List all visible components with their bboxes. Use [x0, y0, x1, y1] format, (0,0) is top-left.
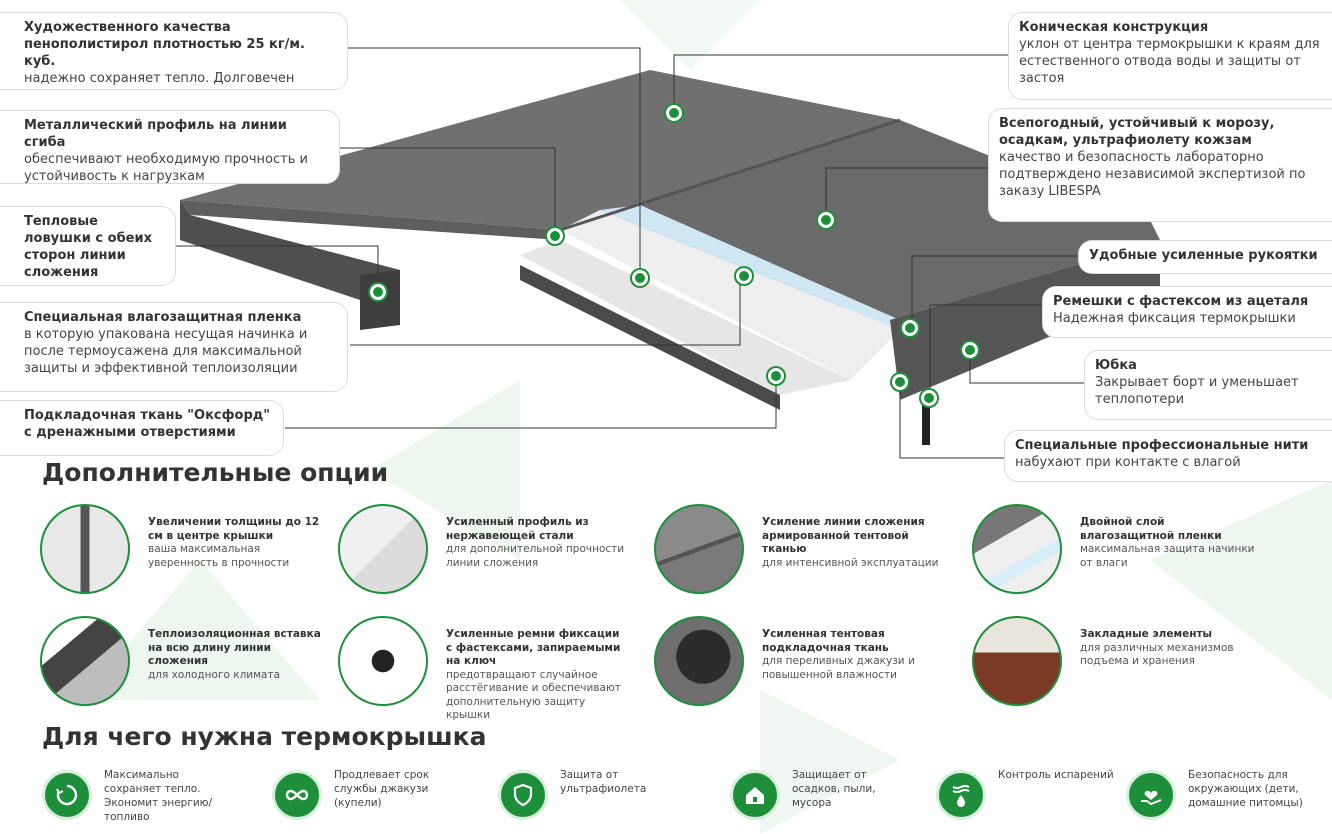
callout-conic: Коническая конструкция уклон от центра т… [1008, 12, 1332, 100]
options-heading: Дополнительные опции [42, 458, 389, 487]
option-text: предотвращают случайное расстёгивание и … [446, 668, 621, 722]
marker-dot[interactable] [962, 342, 978, 358]
option-image [338, 616, 428, 706]
marker-dot[interactable] [370, 284, 386, 300]
callout-title: Всепогодный, устойчивый к морозу, осадка… [999, 116, 1275, 148]
option-text: для переливных джакузи и повышенной влаж… [762, 655, 915, 681]
callout-text: в которую упакована несущая начинка и по… [24, 327, 308, 376]
marker-dot[interactable] [921, 390, 937, 406]
why-text: Защищает от осадков, пыли, мусора [792, 769, 876, 809]
option-title: Усиленные ремни фиксации с фастексами, з… [446, 628, 621, 667]
marker-dot[interactable] [547, 228, 563, 244]
option-item: Увеличении толщины до 12 см в центре кры… [40, 504, 330, 600]
callout-title: Юбка [1095, 358, 1137, 373]
option-text: для интенсивной эксплуатации [762, 556, 939, 569]
infinity-icon [272, 770, 322, 820]
why-item: Защита от ультрафиолета [498, 768, 698, 828]
option-item: Усиление линии сложения армированной тен… [654, 504, 964, 600]
option-image [654, 616, 744, 706]
option-image [338, 504, 428, 594]
why-text: Максимально сохраняет тепло. Экономит эн… [104, 769, 213, 823]
callout-heat-traps: Тепловые ловушки с обеих сторон линии сл… [0, 206, 176, 286]
option-image [972, 504, 1062, 594]
option-title: Теплоизоляционная вставка на всю длину л… [148, 628, 321, 667]
callout-text: качество и безопасность лабораторно подт… [999, 150, 1306, 199]
option-text: для дополнительной прочности линии сложе… [446, 543, 625, 569]
shield-icon [498, 770, 548, 820]
option-item: Усиленные ремни фиксации с фастексами, з… [338, 616, 638, 721]
why-heading: Для чего нужна термокрышка [42, 722, 487, 751]
heart-hand-icon [1126, 770, 1176, 820]
option-image [40, 616, 130, 706]
option-text: максимальная защита начинки от влаги [1080, 543, 1255, 569]
house-icon [730, 770, 780, 820]
callout-text: Надежная фиксация термокрышки [1053, 311, 1296, 326]
why-text: Защита от ультрафиолета [560, 769, 647, 795]
callout-text: набухают при контакте с влагой [1015, 455, 1241, 470]
option-image [654, 504, 744, 594]
callout-leather: Всепогодный, устойчивый к морозу, осадка… [988, 108, 1332, 222]
callout-title: Металлический профиль на линии сгиба [24, 118, 287, 150]
why-text: Безопасность для окружающих (дети, домаш… [1188, 769, 1303, 809]
option-title: Усиленная тентовая подкладочная ткань [762, 628, 889, 654]
marker-dot[interactable] [902, 320, 918, 336]
option-title: Закладные элементы [1080, 628, 1213, 640]
callout-title: Специальная влагозащитная пленка [24, 310, 302, 325]
marker-dot[interactable] [632, 270, 648, 286]
why-item: Контроль испарений [936, 768, 1116, 828]
marker-dot[interactable] [892, 374, 908, 390]
option-text: для различных механизмов подъема и хране… [1080, 641, 1234, 668]
callout-title: Подкладочная ткань "Оксфорд" с дренажным… [24, 408, 271, 440]
marker-dot[interactable] [818, 212, 834, 228]
why-text: Продлевает срок службы джакузи (купели) [334, 769, 430, 809]
callout-profile: Металлический профиль на линии сгиба обе… [0, 110, 340, 184]
callout-film: Специальная влагозащитная пленка в котор… [0, 302, 348, 392]
option-title: Увеличении толщины до 12 см в центре кры… [148, 516, 320, 542]
option-text: для холодного климата [148, 668, 281, 681]
callout-title: Коническая конструкция [1019, 20, 1209, 35]
option-text: ваша максимальная уверенность в прочност… [148, 543, 290, 569]
option-title: Двойной слой влагозащитной пленки [1080, 516, 1222, 542]
callout-straps: Ремешки с фастексом из ацеталя Надежная … [1042, 286, 1332, 338]
callout-text: Закрывает борт и уменьшает теплопотери [1095, 375, 1299, 407]
callout-title: Ремешки с фастексом из ацеталя [1053, 294, 1309, 309]
callout-text: уклон от центра термокрышки к краям для … [1019, 37, 1320, 86]
callout-skirt: Юбка Закрывает борт и уменьшает теплопот… [1084, 350, 1332, 420]
recycle-icon [42, 770, 92, 820]
option-title: Усиленный профиль из нержавеющей стали [446, 516, 589, 542]
callout-lines [176, 47, 1085, 459]
callout-oxford: Подкладочная ткань "Оксфорд" с дренажным… [0, 400, 284, 456]
callout-title: Удобные усиленные рукоятки [1089, 248, 1318, 263]
callout-title: Художественного качества пенополистирол … [24, 20, 305, 69]
callout-handles: Удобные усиленные рукоятки [1078, 240, 1332, 274]
marker-dot[interactable] [736, 268, 752, 284]
callout-foam: Художественного качества пенополистирол … [0, 12, 348, 90]
option-title: Усиление линии сложения армированной тен… [762, 516, 925, 555]
evaporation-icon [936, 770, 986, 820]
option-image [40, 504, 130, 594]
callout-text: надежно сохраняет тепло. Долговечен [24, 71, 295, 86]
marker-dot[interactable] [666, 105, 682, 121]
option-image [972, 616, 1062, 706]
why-item: Безопасность для окружающих (дети, домаш… [1126, 768, 1326, 828]
callout-title: Специальные профессиональные нити [1015, 438, 1309, 453]
why-item: Максимально сохраняет тепло. Экономит эн… [42, 768, 242, 828]
marker-dot[interactable] [768, 368, 784, 384]
callout-title: Тепловые ловушки с обеих сторон линии сл… [24, 214, 152, 280]
why-item: Защищает от осадков, пыли, мусора [730, 768, 930, 828]
why-item: Продлевает срок службы джакузи (купели) [272, 768, 472, 828]
callout-text: обеспечивают необходимую прочность и уст… [24, 152, 308, 184]
why-text: Контроль испарений [998, 769, 1114, 781]
callout-threads: Специальные профессиональные нити набуха… [1004, 430, 1332, 482]
option-item: Теплоизоляционная вставка на всю длину л… [40, 616, 330, 712]
